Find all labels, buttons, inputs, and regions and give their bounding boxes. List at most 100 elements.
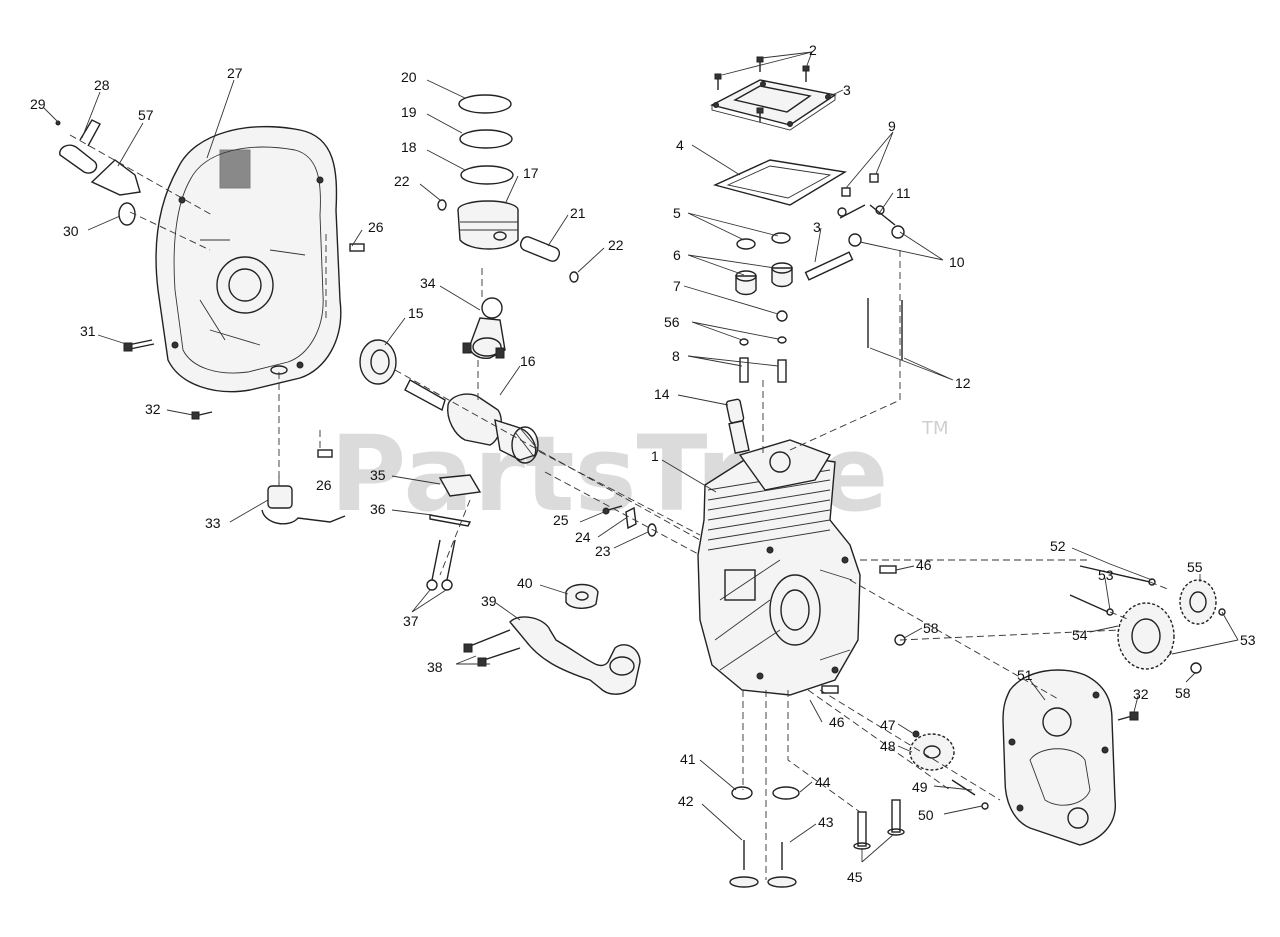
dowel-pin-part-3 <box>879 565 897 574</box>
dowel-pin-part <box>349 243 365 252</box>
callout-46b: 46 <box>829 714 845 730</box>
small-bracket-parts <box>602 505 657 537</box>
valve-spring-parts <box>735 232 793 383</box>
callout-31: 31 <box>80 323 96 339</box>
dowel-pin-part-2 <box>317 449 333 458</box>
callout-16: 16 <box>520 353 536 369</box>
pin-clip-part <box>437 199 447 211</box>
rear-cover-part <box>1002 669 1116 846</box>
callout-34: 34 <box>420 275 436 291</box>
plug-part-2 <box>1190 662 1202 674</box>
dowel-pin-part-4 <box>821 685 839 694</box>
connecting-rod-part <box>462 297 506 360</box>
callout-22a: 22 <box>394 173 410 189</box>
callout-46a: 46 <box>916 557 932 573</box>
oil-sensor-part <box>261 476 346 525</box>
callout-26a: 26 <box>368 219 384 235</box>
callout-37: 37 <box>403 613 419 629</box>
callout-11: 11 <box>896 185 911 201</box>
callout-54: 54 <box>1072 627 1088 643</box>
valve-parts <box>729 786 905 888</box>
callout-49: 49 <box>912 779 928 795</box>
callout-38: 38 <box>427 659 443 675</box>
callout-19: 19 <box>401 104 417 120</box>
callout-57: 57 <box>138 107 154 123</box>
callout-32b: 32 <box>1133 686 1149 702</box>
callout-41: 41 <box>680 751 696 767</box>
callout-28: 28 <box>94 77 110 93</box>
callout-30: 30 <box>63 223 79 239</box>
callout-labels: 2 3 4 5 6 7 56 8 9 11 3 10 12 14 1 29 28… <box>30 42 1256 885</box>
callout-14: 14 <box>654 386 670 402</box>
callout-15: 15 <box>408 305 424 321</box>
assembly-guide-lines <box>69 134 1171 880</box>
callout-10: 10 <box>949 254 965 270</box>
callout-25: 25 <box>553 512 569 528</box>
oil-seal-part <box>118 202 136 226</box>
cam-gear-part <box>1117 602 1175 670</box>
callout-45: 45 <box>847 869 863 885</box>
exhaust-parts <box>463 583 641 695</box>
piston-pin-part <box>519 236 561 262</box>
callout-29: 29 <box>30 96 46 112</box>
callout-51: 51 <box>1017 667 1033 683</box>
callout-50: 50 <box>918 807 934 823</box>
callout-8: 8 <box>672 348 680 364</box>
bolt-parts-left <box>123 339 213 420</box>
callout-58b: 58 <box>1175 685 1191 701</box>
callout-4: 4 <box>676 137 684 153</box>
governor-gear-part <box>909 730 989 810</box>
callout-47: 47 <box>880 717 896 733</box>
callout-44: 44 <box>815 774 831 790</box>
crankcase-cover-part <box>155 125 342 393</box>
callout-40: 40 <box>517 575 533 591</box>
callout-26b: 26 <box>316 477 332 493</box>
callout-53b: 53 <box>1240 632 1256 648</box>
main-bearing-part <box>359 339 397 385</box>
valve-cover-screws <box>714 56 810 122</box>
crankshaft-part <box>404 379 541 464</box>
callout-3: 3 <box>843 82 851 98</box>
callout-42: 42 <box>678 793 694 809</box>
callout-1: 1 <box>651 448 659 464</box>
callout-5: 5 <box>673 205 681 221</box>
callout-33: 33 <box>205 515 221 531</box>
balancer-gear-part <box>1179 579 1217 625</box>
callout-36: 36 <box>370 501 386 517</box>
callout-39: 39 <box>481 593 497 609</box>
callout-18: 18 <box>401 139 417 155</box>
watermark-trademark: TM <box>921 418 949 439</box>
cylinder-block-part <box>697 439 861 696</box>
callout-12: 12 <box>955 375 971 391</box>
callout-22b: 22 <box>608 237 624 253</box>
callout-20: 20 <box>401 69 417 85</box>
callout-52: 52 <box>1050 538 1066 554</box>
callout-53a: 53 <box>1098 567 1114 583</box>
callout-7: 7 <box>673 278 681 294</box>
governor-lever-part <box>55 119 141 196</box>
bolt-head-right <box>1129 711 1139 721</box>
pin-clip-part-2 <box>569 271 579 283</box>
callout-21: 21 <box>570 205 586 221</box>
valve-cover-gasket-part <box>712 159 848 206</box>
callout-23: 23 <box>595 543 611 559</box>
piston-part <box>457 200 519 250</box>
callout-2: 2 <box>809 42 817 58</box>
callout-24: 24 <box>575 529 591 545</box>
callout-6: 6 <box>673 247 681 263</box>
callout-58a: 58 <box>923 620 939 636</box>
callout-17: 17 <box>523 165 539 181</box>
callout-3b: 3 <box>813 219 821 235</box>
callout-56: 56 <box>664 314 680 330</box>
callout-27: 27 <box>227 65 243 81</box>
valve-cover-part <box>710 79 837 131</box>
piston-rings-part <box>458 94 514 185</box>
callout-55: 55 <box>1187 559 1203 575</box>
callout-9: 9 <box>888 118 896 134</box>
spark-plug-part <box>725 398 750 454</box>
callout-32a: 32 <box>145 401 161 417</box>
rocker-arm-parts <box>804 173 905 360</box>
callout-35: 35 <box>370 467 386 483</box>
rod-cap-part <box>426 474 482 591</box>
